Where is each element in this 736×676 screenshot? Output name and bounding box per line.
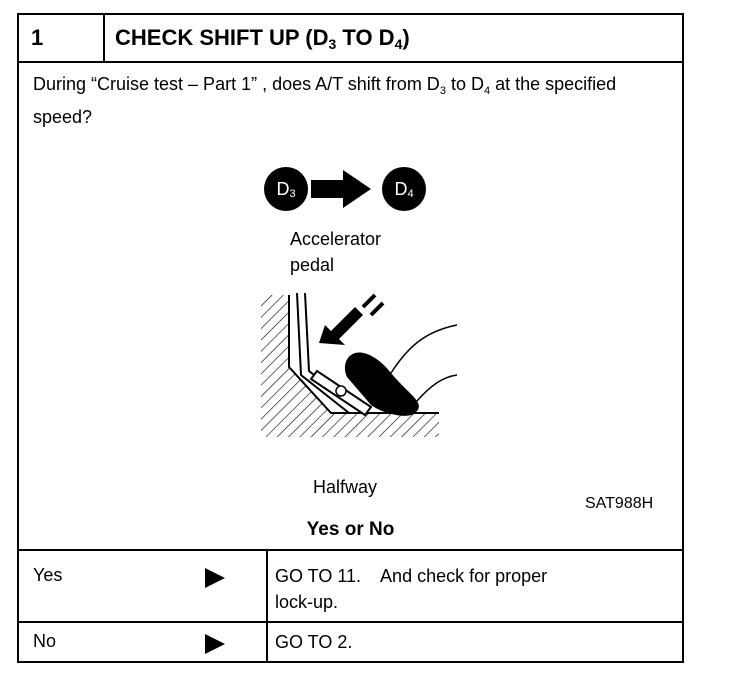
- answer-label: No: [33, 631, 57, 651]
- accelerator-label: Accelerator: [290, 229, 382, 249]
- answer-row-yes: Yes GO TO 11. And check for proper lock-…: [19, 549, 682, 621]
- procedure-box: 1 CHECK SHIFT UP (D3 TO D4) During “Crui…: [17, 13, 684, 663]
- answer-action: GO TO 2.: [275, 632, 353, 652]
- answer-label: Yes: [33, 565, 63, 585]
- step-number: 1: [19, 15, 105, 61]
- shift-arrow-icon: [311, 170, 371, 208]
- yes-or-no-prompt: Yes or No: [306, 519, 395, 540]
- question-text: During “Cruise test – Part 1” , does A/T…: [33, 74, 617, 127]
- answer-row-no: No GO TO 2.: [19, 621, 682, 661]
- play-arrow-icon: [205, 634, 225, 654]
- gear-d3-badge: D3: [264, 167, 308, 211]
- step-title: CHECK SHIFT UP (D3 TO D4): [115, 25, 410, 52]
- column-divider: [266, 551, 268, 621]
- accelerator-pedal-drawing: [261, 292, 458, 437]
- halfway-label: Halfway: [313, 477, 378, 497]
- step-header: 1 CHECK SHIFT UP (D3 TO D4): [19, 15, 682, 63]
- pedal-label: pedal: [290, 255, 335, 275]
- play-arrow-icon: [205, 568, 225, 588]
- figure-code: SAT988H: [585, 495, 654, 512]
- answer-action: GO TO 11. And check for proper lock-up.: [275, 566, 548, 612]
- column-divider: [266, 623, 268, 661]
- gear-d4-badge: D4: [382, 167, 426, 211]
